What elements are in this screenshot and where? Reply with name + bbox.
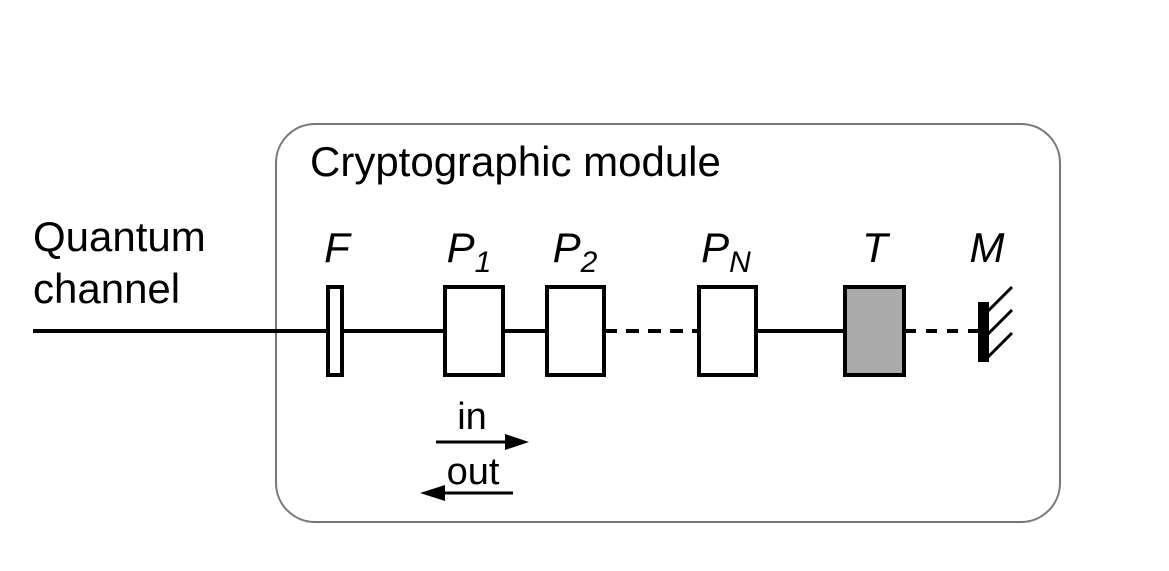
phase-modulator-n-label: PN	[701, 224, 751, 279]
phase-modulator-1-box	[443, 285, 505, 377]
mirror-icon	[978, 285, 1014, 362]
out-arrow-icon	[420, 485, 513, 501]
module-title: Cryptographic module	[310, 138, 721, 185]
filter-label: F	[324, 224, 350, 271]
mirror-hatch-2	[986, 308, 1014, 336]
filter-box	[326, 285, 344, 377]
attenuator-t-label: T	[862, 224, 888, 271]
quantum-channel-label: Quantum channel	[33, 213, 206, 312]
mirror-hatch-3	[986, 331, 1014, 359]
phase-modulator-2-box	[545, 285, 606, 377]
in-label: in	[457, 396, 487, 438]
cryptographic-module-boundary: Cryptographic module	[275, 123, 1061, 523]
phase-modulator-2-label: P2	[552, 224, 598, 279]
phase-modulator-1-label: P1	[446, 224, 492, 279]
phase-modulator-n-box	[697, 285, 758, 377]
in-arrow-icon	[436, 434, 529, 450]
attenuator-t-box	[843, 285, 906, 377]
out-label: out	[446, 451, 500, 493]
mirror-hatch-1	[986, 285, 1014, 313]
mirror-bar	[978, 302, 989, 362]
mirror-m-label: M	[969, 224, 1005, 271]
